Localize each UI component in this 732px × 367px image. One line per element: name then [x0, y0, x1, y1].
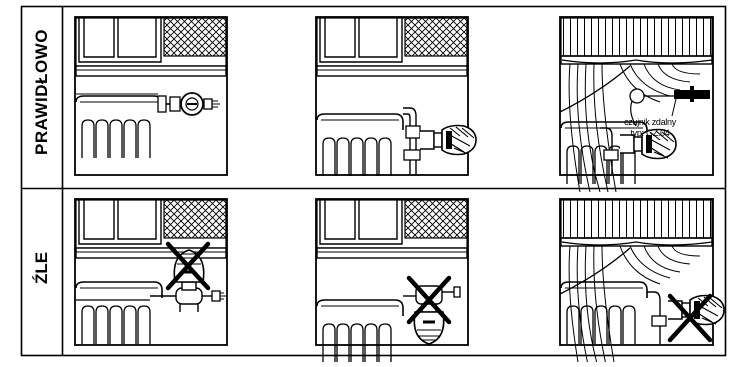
panel-wrong-1 [75, 199, 227, 345]
panel-correct-1 [75, 17, 227, 175]
sensor-annotation-line2: typ: GZ.04 [630, 128, 669, 139]
row-label-correct: PRAWIDŁOWO [32, 29, 52, 155]
row-label-wrong: ŹLE [32, 252, 52, 284]
panel-correct-2 [316, 17, 476, 176]
panel-wrong-3 [560, 199, 724, 362]
sensor-annotation-line1: czujnik zdalny [624, 117, 676, 128]
panel-correct-3 [560, 17, 713, 192]
panel-wrong-2 [316, 199, 468, 362]
